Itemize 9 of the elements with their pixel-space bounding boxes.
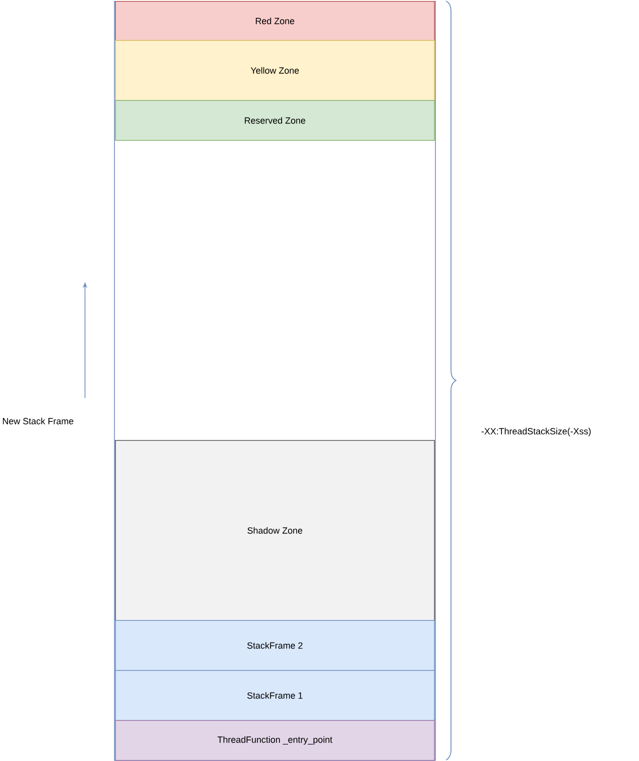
zone-box: Reserved Zone	[115, 100, 435, 141]
annotation-text: -XX:ThreadStackSize(-Xss)	[482, 428, 591, 436]
zone-box: ThreadFunction _entry_point	[115, 720, 435, 761]
zone-box: Red Zone	[115, 1, 435, 41]
zone-box: Shadow Zone	[115, 440, 435, 621]
zone-box: StackFrame 2	[115, 620, 435, 671]
annotation-text: New Stack Frame	[2, 418, 74, 424]
zone-box: StackFrame 1	[115, 670, 435, 721]
zone-box: Yellow Zone	[115, 40, 435, 101]
